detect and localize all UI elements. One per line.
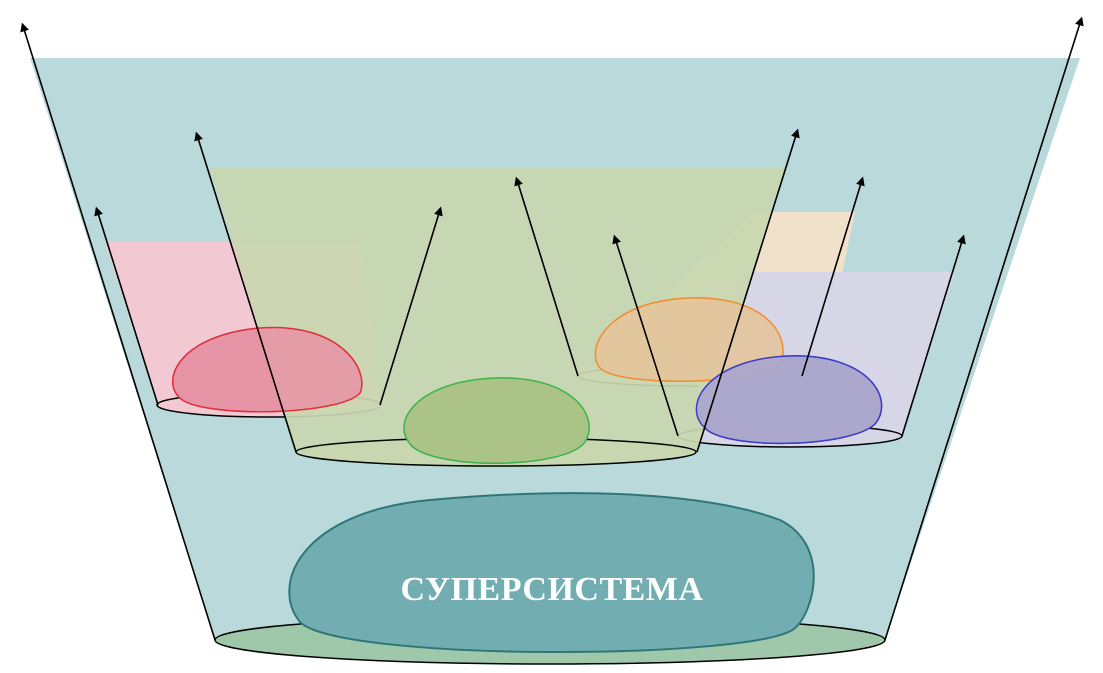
purple-subsystem-dome-overlay <box>695 355 883 444</box>
orange-subsystem-dome-overlay <box>594 297 784 382</box>
green-right-arrow <box>696 128 800 453</box>
orange-right-arrow <box>801 176 865 377</box>
supersystem-dome-group: СУПЕРСИСТЕМА <box>288 492 815 654</box>
green-left-arrow <box>194 131 297 453</box>
outer-left-arrow <box>20 22 216 641</box>
funnel-arrows <box>20 16 1084 641</box>
supersystem-dome <box>288 492 815 654</box>
outer-right-arrow <box>884 16 1084 641</box>
supersystem-label: СУПЕРСИСТЕМА <box>401 571 704 608</box>
pink-left-arrow <box>94 206 159 406</box>
pink-right-arrow <box>379 206 443 406</box>
green-system-dome <box>403 377 590 464</box>
purple-left-arrow <box>612 234 679 437</box>
orange-left-arrow <box>514 176 579 377</box>
purple-right-arrow <box>901 234 966 437</box>
pink-subsystem-dome-overlay <box>172 326 363 413</box>
